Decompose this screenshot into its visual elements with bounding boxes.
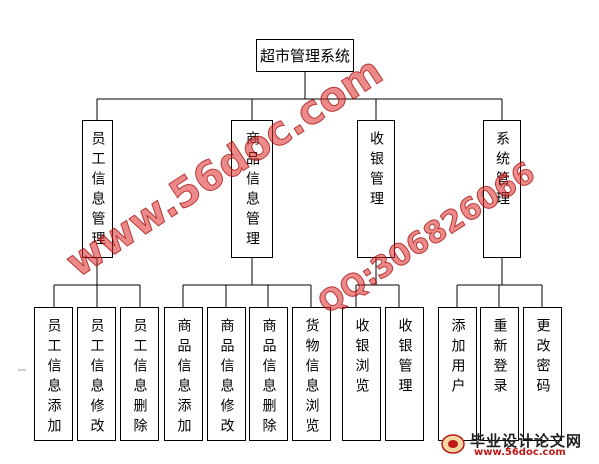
leaf-goods-browse-label: 货物信息浏览 bbox=[303, 318, 320, 438]
leaf-cashier-manage-label: 收银管理 bbox=[396, 318, 413, 398]
logo-mark-icon bbox=[441, 434, 465, 454]
leaf-product-delete-label: 商品信息删除 bbox=[260, 318, 277, 438]
leaf-product-add-label: 商品信息添加 bbox=[175, 318, 192, 438]
module-employee-info: 员工信息管理 bbox=[82, 120, 113, 258]
module-system: 系统管理 bbox=[483, 120, 521, 258]
module-cashier: 收银管理 bbox=[357, 120, 395, 258]
logo-url: www.56doc.com bbox=[474, 447, 566, 458]
leaf-employee-delete-label: 员工信息删除 bbox=[131, 318, 148, 438]
leaf-product-edit-label: 商品信息修改 bbox=[218, 318, 235, 438]
module-cashier-label: 收银管理 bbox=[368, 131, 384, 211]
module-employee-info-label: 员工信息管理 bbox=[89, 131, 106, 251]
root-node: 超市管理系统 bbox=[256, 39, 354, 72]
leaf-employee-delete: 员工信息删除 bbox=[120, 307, 159, 441]
leaf-change-password-label: 更改密码 bbox=[534, 318, 551, 398]
module-product-info: 商品信息管理 bbox=[231, 120, 273, 258]
leaf-cashier-browse: 收银浏览 bbox=[342, 307, 381, 441]
leaf-relogin-label: 重新登录 bbox=[491, 318, 508, 398]
leaf-employee-add-label: 员工信息添加 bbox=[45, 318, 62, 438]
leaf-change-password: 更改密码 bbox=[523, 307, 562, 441]
leaf-employee-add: 员工信息添加 bbox=[34, 307, 73, 441]
leaf-product-edit: 商品信息修改 bbox=[207, 307, 246, 441]
module-product-info-label: 商品信息管理 bbox=[244, 131, 260, 251]
module-system-label: 系统管理 bbox=[494, 131, 510, 211]
leaf-goods-browse: 货物信息浏览 bbox=[292, 307, 331, 441]
leaf-employee-edit-label: 员工信息修改 bbox=[88, 318, 105, 438]
leaf-employee-edit: 员工信息修改 bbox=[77, 307, 116, 441]
logo-title: 毕业设计论文网 bbox=[470, 432, 583, 450]
leaf-product-delete: 商品信息删除 bbox=[249, 307, 288, 441]
leaf-relogin: 重新登录 bbox=[480, 307, 519, 441]
leaf-cashier-manage: 收银管理 bbox=[385, 307, 424, 441]
root-label: 超市管理系统 bbox=[259, 47, 350, 65]
leaf-cashier-browse-label: 收银浏览 bbox=[353, 318, 370, 398]
leaf-add-user: 添加用户 bbox=[438, 307, 477, 441]
leaf-product-add: 商品信息添加 bbox=[164, 307, 203, 441]
site-logo: 毕业设计论文网 www.56doc.com bbox=[440, 430, 596, 460]
leaf-add-user-label: 添加用户 bbox=[449, 318, 466, 398]
